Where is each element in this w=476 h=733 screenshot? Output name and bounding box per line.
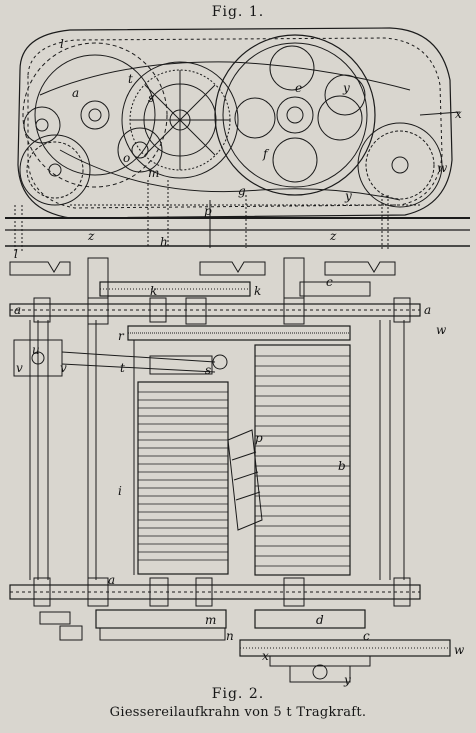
fig1-label-p: p — [204, 204, 212, 218]
fig1-label-y2: y — [344, 189, 352, 203]
fig2-label-v1: v — [16, 361, 23, 375]
fig2-label-d: d — [316, 613, 324, 627]
fig2-label-b: b — [338, 459, 346, 473]
fig2-plan-view — [9, 257, 451, 683]
fig1-label-a: a — [72, 86, 79, 100]
fig2-label-k2: k — [254, 284, 261, 298]
fig1-label-m: m — [148, 166, 159, 180]
fig1-label-y1: y — [342, 81, 350, 95]
fig2-label-v2: v — [60, 361, 67, 375]
fig1-label-t: t — [128, 72, 133, 86]
fig2-label-a-right: a — [424, 303, 431, 317]
fig1-label-f: f — [262, 147, 270, 161]
fig2-label-u: u — [32, 343, 40, 357]
fig2-label-r: r — [118, 329, 125, 343]
fig2-label-c: c — [326, 275, 333, 289]
fig1-label-e: e — [295, 81, 302, 95]
fig1-labels: l a o m p g f e y y x w z z h t s — [60, 37, 462, 249]
fig1-label-o: o — [123, 151, 130, 165]
fig2-label-p: p — [255, 431, 263, 445]
fig1-label-h: h — [160, 235, 168, 249]
fig2-label-k1: k — [150, 284, 157, 298]
fig2-label-a-left: a — [14, 303, 21, 317]
fig1-label-l: l — [60, 37, 64, 51]
fig1-label-s: s — [148, 91, 154, 105]
fig2-label-c-bottom: c — [363, 629, 370, 643]
fig2-label-w-right: w — [436, 323, 447, 337]
fig1-label-g: g — [238, 184, 246, 198]
fig1-label-w: w — [437, 161, 448, 175]
fig2-label-a-bottom: a — [108, 573, 115, 587]
fig2-label-l: l — [14, 247, 18, 261]
fig1-label-x: x — [455, 107, 462, 121]
fig2-label-x-bottom: x — [262, 649, 269, 663]
fig2-label-w-bottom: w — [454, 643, 465, 657]
fig2-label-n: n — [226, 629, 234, 643]
fig2-label-t: t — [120, 361, 125, 375]
fig1-side-elevation — [5, 27, 470, 252]
fig2-label-y-bottom: y — [343, 673, 351, 687]
fig2-label-m: m — [205, 613, 216, 627]
fig2-label-s: s — [205, 363, 211, 377]
fig2-labels: l k k c a a w r u v v t s p b i a m d n … — [14, 247, 465, 687]
figure-2-caption: Fig. 2. — [211, 686, 265, 702]
crane-title-caption: Giessereilaufkrahn von 5 t Tragkraft. — [109, 705, 367, 720]
fig2-label-i: i — [118, 484, 122, 498]
fig1-label-z2: z — [329, 229, 337, 243]
figure-1-caption: Fig. 1. — [211, 4, 265, 20]
fig1-label-z1: z — [87, 229, 95, 243]
